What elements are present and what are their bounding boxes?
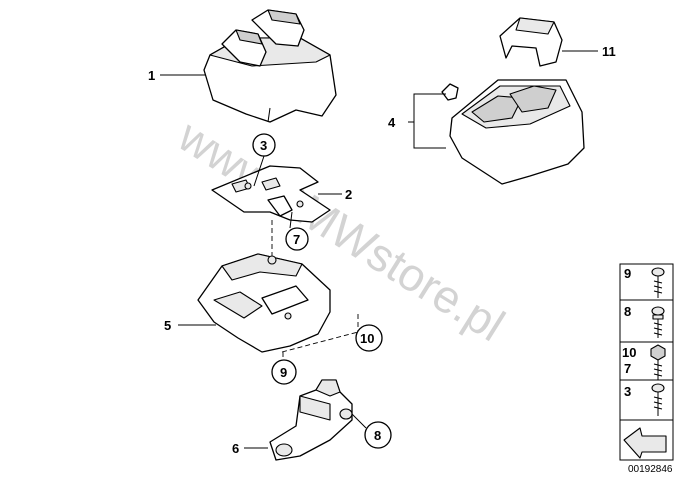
diagram-code: 00192846	[628, 464, 673, 475]
callout-9: 9	[280, 365, 287, 380]
legend-label-8: 8	[624, 304, 631, 319]
legend-label-3: 3	[624, 384, 631, 399]
part-5-base-plate	[197, 253, 331, 353]
callout-5: 5	[164, 318, 171, 333]
legend-row-9: 9	[624, 266, 665, 298]
legend-label-10: 10	[622, 345, 636, 360]
part-11-cap	[499, 17, 563, 67]
legend-row-8: 8	[624, 304, 665, 338]
callout-3: 3	[260, 138, 267, 153]
part-2-bracket	[211, 165, 331, 223]
arrow-icon	[623, 427, 667, 459]
legend-row-10-7: 10 7	[622, 344, 666, 380]
callout-8: 8	[374, 428, 381, 443]
callout-6: 6	[232, 441, 239, 456]
legend-row-3: 3	[624, 383, 665, 416]
callout-7: 7	[293, 232, 300, 247]
callout-2: 2	[345, 187, 352, 202]
callout-4: 4	[388, 115, 396, 130]
part-6-lower-bracket	[269, 379, 353, 461]
callout-1: 1	[148, 68, 155, 83]
legend-label-7: 7	[624, 361, 631, 376]
callout-11: 11	[602, 44, 616, 59]
legend-label-9: 9	[624, 266, 631, 281]
part-4-console-housing	[441, 79, 585, 185]
callout-10: 10	[360, 331, 374, 346]
fastener-legend: 9 8 10 7 3	[619, 263, 674, 461]
part-1-switch-cover	[203, 9, 337, 123]
